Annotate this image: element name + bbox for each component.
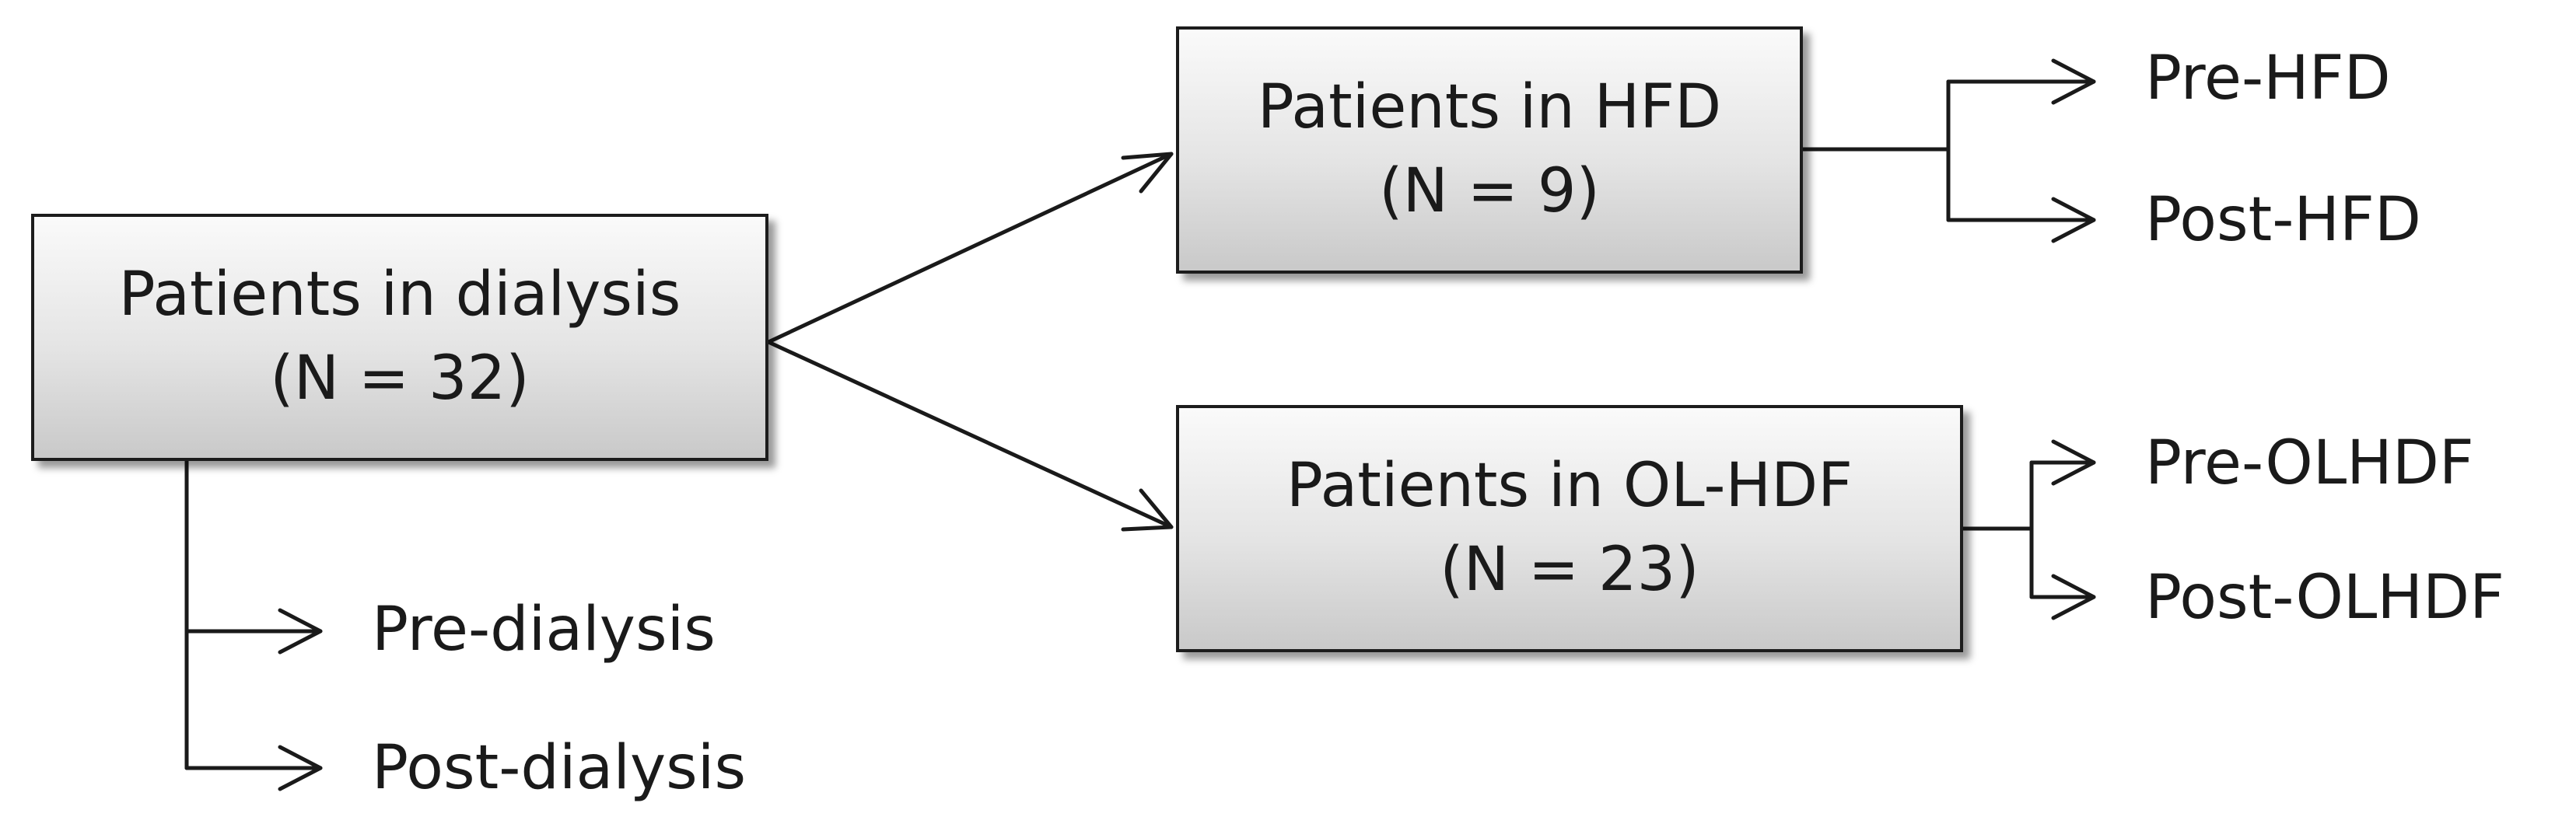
outcome-post-dialysis: Post-dialysis: [372, 733, 747, 803]
arrow-dialysis-to-olhdf: [766, 340, 1174, 532]
node-label: Patients in OL-HDF: [1286, 451, 1853, 522]
outcome-post-olhdf: Post-OLHDF: [2145, 563, 2504, 633]
node-count: (N = 32): [270, 344, 530, 414]
outcome-post-hfd: Post-HFD: [2145, 185, 2421, 255]
node-label: Patients in HFD: [1257, 72, 1722, 143]
fork-dialysis: [184, 459, 323, 791]
node-count: (N = 23): [1440, 535, 1699, 605]
node-patients-in-dialysis: Patients in dialysis (N = 32): [31, 214, 768, 461]
fork-hfd: [1801, 58, 2096, 243]
arrow-dialysis-to-hfd: [766, 152, 1174, 344]
fork-olhdf: [1961, 439, 2096, 620]
outcome-pre-dialysis: Pre-dialysis: [372, 595, 716, 665]
outcome-pre-olhdf: Pre-OLHDF: [2145, 428, 2474, 498]
node-count: (N = 9): [1379, 156, 1600, 226]
node-patients-in-olhdf: Patients in OL-HDF (N = 23): [1176, 405, 1963, 652]
outcome-pre-hfd: Pre-HFD: [2145, 44, 2391, 113]
node-label: Patients in dialysis: [118, 260, 681, 330]
node-patients-in-hfd: Patients in HFD (N = 9): [1176, 26, 1803, 274]
